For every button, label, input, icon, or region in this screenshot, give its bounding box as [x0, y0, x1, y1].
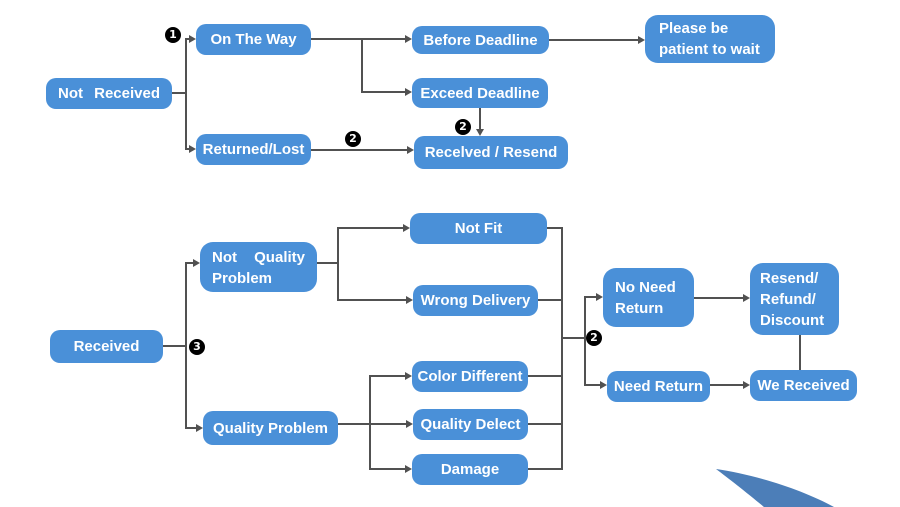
connector-line [370, 375, 406, 377]
node-no-need-return: No Need Return [603, 268, 694, 327]
connector-line [561, 227, 563, 470]
connector-line [337, 227, 404, 229]
connector-line [311, 38, 406, 40]
connector-arrowhead [405, 35, 412, 43]
connector-line [362, 91, 406, 93]
connector-line [172, 92, 187, 94]
connector-line [361, 38, 363, 93]
node-color-different: Color Different [412, 361, 528, 392]
connector-line [163, 345, 187, 347]
node-on-the-way: On The Way [196, 24, 311, 55]
connector-line [338, 423, 407, 425]
node-quality-problem: Quality Problem [203, 411, 338, 445]
connector-arrowhead [193, 259, 200, 267]
connector-line [538, 299, 563, 301]
connector-arrowhead [403, 224, 410, 232]
connector-line [585, 296, 597, 298]
connector-line [186, 262, 194, 264]
connector-arrowhead [476, 129, 484, 136]
connector-line [549, 39, 639, 41]
connector-line [528, 423, 563, 425]
connector-arrowhead [405, 372, 412, 380]
connector-line [186, 427, 197, 429]
connector-line [186, 148, 190, 150]
connector-line [562, 337, 586, 339]
node-please-be-patient: Please be patient to wait [645, 15, 775, 63]
connector-line [185, 262, 187, 429]
connector-arrowhead [743, 294, 750, 302]
connector-arrowhead [189, 35, 196, 43]
connector-line [186, 38, 190, 40]
connector-arrowhead [596, 293, 603, 301]
connector-line [370, 468, 406, 470]
connector-arrowhead [743, 381, 750, 389]
connector-arrowhead [406, 296, 413, 304]
node-not-fit: Not Fit [410, 213, 547, 244]
node-need-return: Need Return [607, 371, 710, 402]
connector-arrowhead [600, 381, 607, 389]
corner-swoosh-shape [716, 469, 834, 507]
connector-line [547, 227, 563, 229]
node-returned-lost: Returned/Lost [196, 134, 311, 165]
connector-line [710, 384, 744, 386]
connector-line [584, 296, 586, 386]
connector-arrowhead [407, 146, 414, 154]
node-wrong-delivery: Wrong Delivery [413, 285, 538, 316]
connector-line [337, 227, 339, 301]
connector-line [311, 149, 408, 151]
connector-line [528, 375, 563, 377]
connector-arrowhead [405, 88, 412, 96]
connector-line [528, 468, 563, 470]
node-received: Received [50, 330, 163, 363]
node-resend-refund-discount: Resend/ Refund/ Discount [750, 263, 839, 335]
node-not-received: Not Received [46, 78, 172, 109]
connector-line [369, 375, 371, 470]
connector-line [585, 384, 601, 386]
connector-line [694, 297, 744, 299]
connector-arrowhead [405, 465, 412, 473]
connector-line [479, 108, 481, 130]
connector-arrowhead [196, 424, 203, 432]
step-marker-2-exceed: 2 [455, 119, 471, 135]
connector-arrowhead [189, 145, 196, 153]
step-marker-2-return-branch: 2 [586, 330, 602, 346]
connector-line [317, 262, 339, 264]
connector-line [185, 38, 187, 150]
step-marker-2-returned-lost: 2 [345, 131, 361, 147]
connector-line [799, 335, 801, 370]
step-marker-1: 1 [165, 27, 181, 43]
connector-arrowhead [638, 36, 645, 44]
node-quality-delect: Quality Delect [413, 409, 528, 440]
connector-line [337, 299, 407, 301]
node-we-received: We Received [750, 370, 857, 401]
connector-arrowhead [406, 420, 413, 428]
node-recelved-resend: Recelved / Resend [414, 136, 568, 169]
node-damage: Damage [412, 454, 528, 485]
node-before-deadline: Before Deadline [412, 26, 549, 54]
step-marker-3: 3 [189, 339, 205, 355]
node-exceed-deadline: Exceed Deadline [412, 78, 548, 108]
node-not-quality-problem: Not Quality Problem [200, 242, 317, 292]
